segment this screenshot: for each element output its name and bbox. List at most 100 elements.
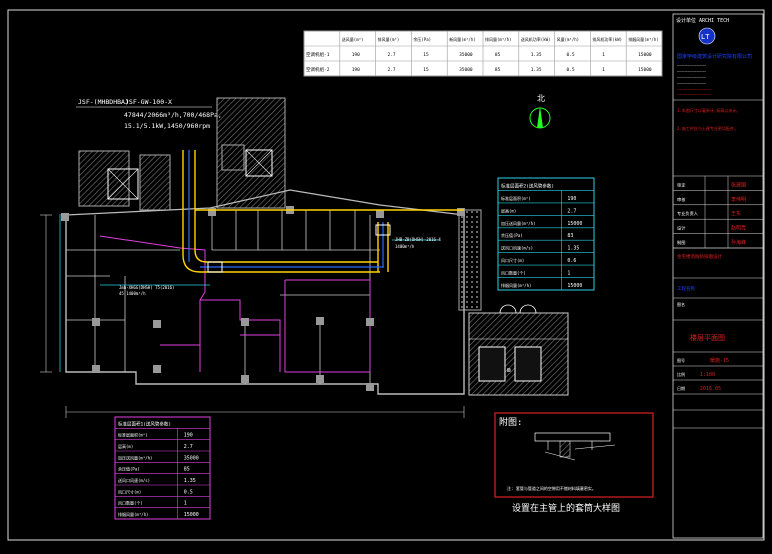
tb-role-name: 王东: [731, 210, 741, 217]
top-table-header: 送风量(m³): [342, 36, 364, 42]
tb-role: 审定: [677, 181, 685, 188]
top-table-header: 新风量(m³/h): [449, 36, 475, 42]
top-table-header: 送风机功率(kW): [521, 36, 551, 42]
param-row-label: 风口尺寸(m): [501, 257, 524, 263]
param-row-value: 190: [567, 196, 576, 202]
tb-company: 国家甲级建筑设计研究院有限公司: [677, 53, 752, 60]
unit-label-line4: 15.1/5.1kW,1450/960rpm: [124, 122, 210, 130]
top-table-cell: 85: [495, 67, 501, 73]
top-table-row-label: 空调机组-1: [306, 51, 330, 58]
top-table: 送风量(m³)排风量(m³)余压(Pa)新风量(m³/h)排风量(m³/h)送风…: [303, 30, 663, 77]
param-row-value: 15000: [567, 283, 582, 289]
detail-caption: 设置在主管上的套筒大样图: [512, 502, 620, 514]
param-row-label: 排烟风量(m³/h): [501, 282, 531, 288]
room-tag-line2: 1400m³/h: [395, 244, 415, 249]
top-table-header: 风量(m³/h): [557, 36, 579, 42]
tb-note-1: 1.本图尺寸以毫米计,标高以米计。: [677, 107, 740, 113]
drawing-frame: [7, 9, 765, 541]
param-row-label: 排烟风量(m³/h): [118, 511, 148, 517]
param-row-label: 加压送风量(m³/h): [118, 454, 152, 460]
floor-plan: ⊠: [40, 97, 569, 418]
param-row-label: 送风口风速(m/s): [118, 477, 150, 483]
top-table-cell: 35000: [459, 52, 473, 58]
detail-note: 注: 套管与管道之间的空隙用不燃材料填塞密实。: [507, 485, 596, 491]
top-table-cell: 1: [602, 52, 605, 58]
param-row-label: 风口尺寸(m): [118, 488, 141, 494]
tb-note-2: 2.施工时应与土建专业密切配合。: [677, 125, 738, 131]
svg-text:…………………………………………: …………………………………………: [677, 75, 706, 79]
svg-text:…………………………………………: …………………………………………: [677, 81, 706, 85]
svg-text:…………………………………………: …………………………………………: [677, 63, 706, 67]
param-row-value: 35000: [184, 455, 199, 461]
north-arrow: 北: [529, 94, 551, 129]
title-block-frame: [672, 13, 764, 539]
svg-text:…………………………………………: …………………………………………: [677, 87, 712, 91]
param-row-value: 85: [184, 467, 190, 473]
param-row-value: 0.5: [184, 489, 193, 495]
param-row-value: 1.35: [184, 478, 196, 484]
tb-role: 制图: [677, 239, 685, 246]
param-row-value: 0.6: [567, 258, 576, 264]
param-row-label: 余压值(Pa): [501, 232, 523, 238]
tb-project-name: 住宅楼消防防排烟设计: [677, 253, 722, 260]
bottom-table: 标准层面积1(送风管参数) 标准层面积(m²) 190 层高(m) 2.7 加压送风量(m…: [114, 416, 211, 520]
tb-seal: LT: [701, 33, 710, 41]
tb-drawing-name: 楼层平面图: [690, 333, 725, 342]
param-table-title: 标准层面积1(送风管参数): [118, 420, 171, 427]
svg-text:…………………………………………: …………………………………………: [677, 92, 712, 96]
param-row-value: 190: [184, 433, 193, 439]
top-table-cell: 0.5: [567, 67, 575, 73]
tb-drawing-no-label: 图号: [677, 357, 685, 363]
inner-tag-line1: Jmb-XHGG(DHSH) 75(2016): [119, 285, 174, 290]
param-row-label: 标准层面积(m²): [501, 195, 531, 201]
top-table-cell: 1.35: [531, 52, 542, 58]
param-row-value: 15000: [184, 512, 199, 518]
param-row-value: 1: [567, 271, 570, 277]
unit-label: JSF-(MHBDHBA) JSF-GW-100-X 47844/2066m³/…: [76, 98, 222, 130]
top-table-cell: 2.7: [388, 52, 396, 58]
top-table-header: 排风量(m³): [378, 36, 400, 42]
top-table-cell: 0.5: [567, 52, 575, 58]
top-table-cell: 1.35: [531, 67, 542, 73]
north-label: 北: [537, 94, 545, 103]
detail-title: 附图:: [499, 416, 522, 428]
tb-role-name: 赵明亮: [731, 225, 746, 232]
tb-role-name: 孙海峰: [731, 239, 746, 246]
top-table-cell: 190: [352, 67, 360, 73]
top-table-cell: 35000: [459, 67, 473, 73]
svg-text:…………………………………………: …………………………………………: [677, 69, 706, 73]
top-table-header: 排烟风量(m³/h): [628, 36, 658, 42]
top-table-cell: 85: [495, 52, 501, 58]
top-table-row-label: 空调机组-2: [306, 66, 330, 73]
tb-role: 审核: [677, 196, 686, 203]
param-row-value: 2.7: [567, 208, 576, 214]
param-row-label: 风口数量(个): [118, 500, 143, 506]
top-table-header: 余压(Pa): [413, 36, 431, 42]
param-row-value: 1: [184, 501, 187, 507]
top-table-cell: 190: [352, 52, 360, 58]
top-table-header: 排风机功率(kW): [592, 36, 622, 42]
tb-header-small: 设计单位 ARCHI TECH: [676, 17, 729, 24]
right-table: 标准层面积2(送风管参数) 标准层面积(m²) 190 层高(m) 2.7 加压送风量(m…: [497, 177, 595, 291]
top-table-cell: 1: [602, 67, 605, 73]
param-row-value: 2.7: [184, 444, 193, 450]
param-table-title: 标准层面积2(送风管参数): [501, 182, 554, 189]
param-row-label: 风口数量(个): [501, 270, 526, 276]
top-table-cell: 15: [423, 67, 429, 73]
param-row-label: 标准层面积(m²): [118, 432, 148, 438]
param-row-label: 层高(m): [118, 443, 133, 449]
tb-drawing-label: 图名: [677, 301, 685, 307]
tb-role: 专业负责人: [677, 210, 699, 217]
top-table-cell: 15000: [638, 67, 652, 73]
tb-scale: 1:100: [700, 372, 715, 378]
top-table-cell: 15000: [638, 52, 652, 58]
detail-box: 附图: 注: 套管与管道之间的空隙用不燃材料填塞密实。 设置在主管上的套筒大样图: [494, 412, 654, 514]
param-row-label: 层高(m): [501, 207, 516, 213]
param-row-label: 余压值(Pa): [118, 466, 140, 472]
unit-label-line3: 47844/2066m³/h,700/468Pa,: [124, 111, 222, 119]
tb-project-label: 工程名称: [677, 285, 695, 292]
param-row-label: 加压送风量(m³/h): [501, 220, 535, 226]
tb-role-name: 张建国: [731, 181, 746, 188]
